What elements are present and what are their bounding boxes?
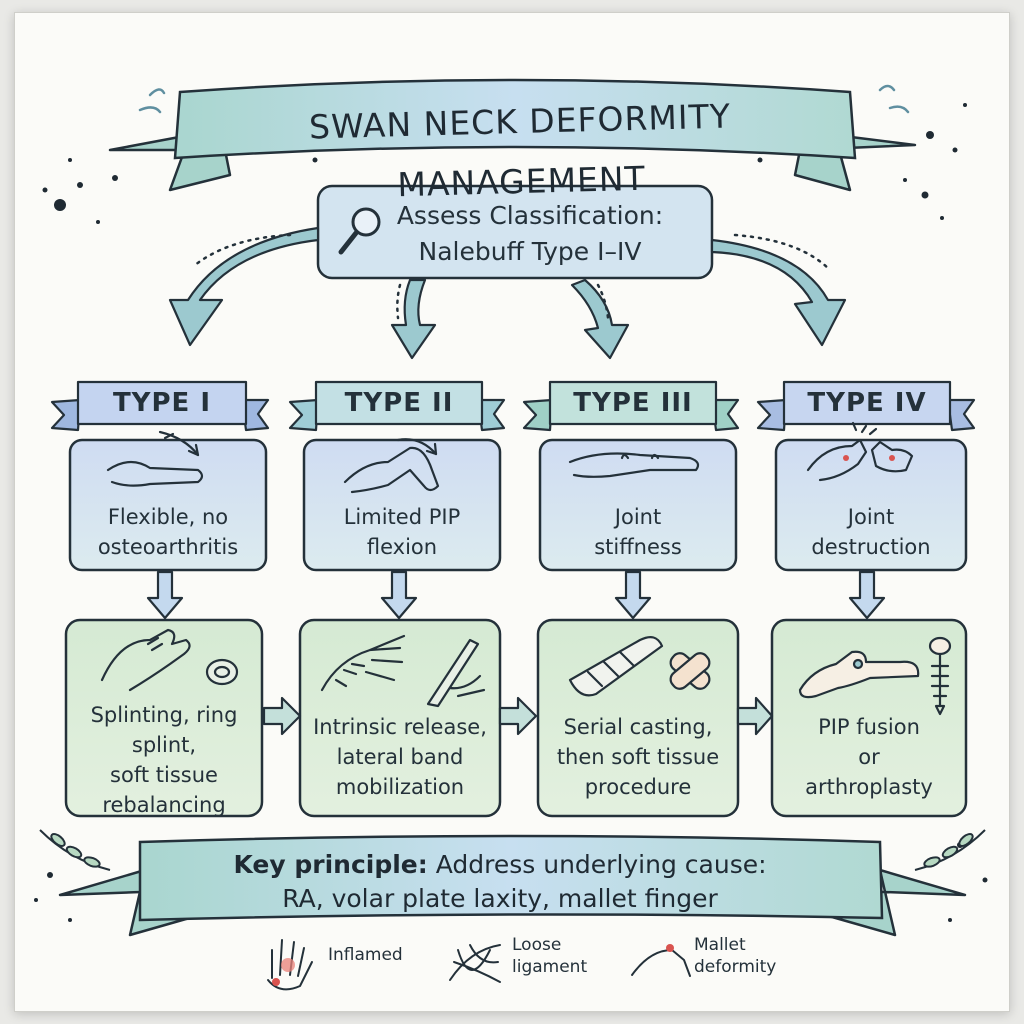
progression-arrows (262, 696, 774, 736)
assess-line-1: Assess Classification: (396, 201, 664, 230)
type-4-label: TYPE IV (807, 388, 927, 418)
type-1-desc-line-1: Flexible, no (107, 505, 229, 529)
ink-splatter-decoration (34, 103, 988, 922)
type-3-treat-line-3: procedure (584, 775, 692, 799)
mallet-finger-icon (631, 944, 691, 977)
type-1-treat-line-3: soft tissue (110, 763, 218, 787)
type-4-treatment: PIP fusion or arthroplasty (772, 712, 966, 802)
type-2-treat-line-2: lateral band (336, 745, 464, 769)
key-principle-label: Key principle: (233, 850, 428, 879)
type-4-treat-line-2: or (858, 745, 880, 769)
loose-ligament-icon (449, 944, 501, 983)
legend-item-loose-ligament: Loose ligament (512, 934, 612, 978)
ring-splint-icon (100, 628, 239, 692)
legend-inflamed-label: Inflamed (328, 945, 403, 965)
assess-line-2: Nalebuff Type I–IV (418, 237, 642, 266)
title-banner (108, 78, 917, 192)
legend-mallet-label-2: deformity (694, 957, 777, 977)
hand-flexion-icon (106, 430, 204, 487)
type-ribbons (50, 380, 976, 432)
sketch-accent-decoration (138, 84, 910, 114)
branch-arrows (168, 226, 847, 360)
type-2-treat-line-3: mobilization (335, 775, 465, 799)
type-1-label: TYPE I (112, 388, 212, 418)
type-2-label: TYPE II (344, 388, 454, 418)
broken-joint-icon (806, 421, 914, 482)
scalpel-icon (320, 634, 486, 708)
type-1-treatment: Splinting, ring splint, soft tissue reba… (66, 700, 262, 820)
type-1-desc-line-2: osteoarthritis (97, 535, 239, 559)
type-4-desc-line-2: destruction (811, 535, 931, 559)
type-3-desc-line-2: stiffness (594, 535, 682, 559)
key-principle-banner (58, 834, 967, 937)
type-2-treat-line-1: Intrinsic release, (313, 715, 487, 739)
type-2-desc-line-2: flexion (366, 535, 438, 559)
type-1-treat-line-1: Splinting, ring (90, 703, 238, 727)
type-1-description: Flexible, no osteoarthritis (70, 502, 266, 562)
bone-screw-icon (798, 636, 952, 716)
down-arrows (146, 570, 886, 620)
cast-bandage-icon (568, 635, 711, 697)
magnifier-icon (338, 207, 381, 255)
type-3-treat-line-1: Serial casting, (563, 715, 713, 739)
finger-bend-icon (343, 438, 440, 494)
type-4-description: Joint destruction (776, 502, 966, 562)
type-2-desc-line-1: Limited PIP (343, 505, 461, 529)
type-boxes (68, 438, 968, 572)
type-1-treat-line-2: splint, (131, 733, 197, 757)
type-3-label: TYPE III (573, 388, 693, 418)
type-3-treatment: Serial casting, then soft tissue procedu… (538, 712, 738, 802)
inflamed-hand-icon (267, 939, 313, 991)
type-2-treatment: Intrinsic release, lateral band mobiliza… (300, 712, 500, 802)
key-principle-line-1: Address underlying cause: (435, 850, 767, 879)
laurel-decoration (39, 829, 986, 871)
dotted-guides (193, 233, 832, 320)
type-4-treat-line-1: PIP fusion (818, 715, 920, 739)
legend-item-inflamed: Inflamed (328, 944, 428, 966)
type-1-treat-line-4: rebalancing (102, 793, 226, 817)
legend-item-mallet-deformity: Mallet deformity (694, 934, 794, 978)
type-3-description: Joint stiffness (540, 502, 736, 562)
key-principle-text: Key principle: Address underlying cause:… (170, 848, 830, 916)
type-4-desc-line-1: Joint (847, 505, 895, 529)
legend-loose-label-2: ligament (512, 957, 588, 977)
type-4-treat-line-3: arthroplasty (805, 775, 933, 799)
type-2-description: Limited PIP flexion (304, 502, 500, 562)
stiff-finger-icon (568, 452, 700, 478)
type-3-treat-line-2: then soft tissue (556, 745, 720, 769)
assess-classification-box: Assess Classification: Nalebuff Type I–I… (335, 198, 695, 270)
key-principle-line-2: RA, volar plate laxity, mallet finger (282, 884, 718, 913)
type-3-desc-line-1: Joint (614, 505, 662, 529)
legend-mallet-label-1: Mallet (694, 935, 746, 955)
legend-loose-label-1: Loose (512, 935, 562, 955)
